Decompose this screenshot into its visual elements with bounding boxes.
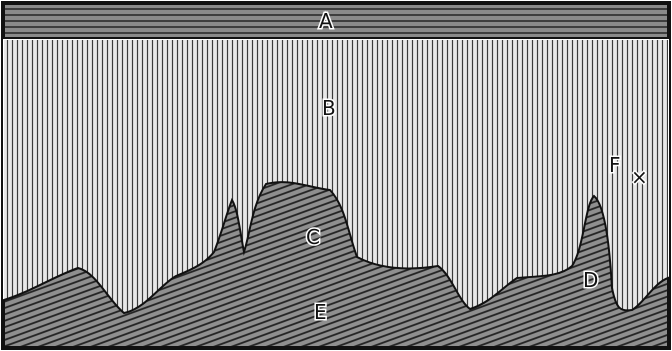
region-a-band bbox=[4, 4, 668, 38]
label-d: D bbox=[583, 268, 598, 292]
label-a: A bbox=[319, 9, 333, 33]
label-e: E bbox=[314, 300, 327, 324]
label-f: F bbox=[609, 153, 621, 177]
label-b: B bbox=[322, 96, 336, 120]
marker-x-icon: × bbox=[631, 165, 648, 189]
label-c: C bbox=[306, 225, 320, 249]
